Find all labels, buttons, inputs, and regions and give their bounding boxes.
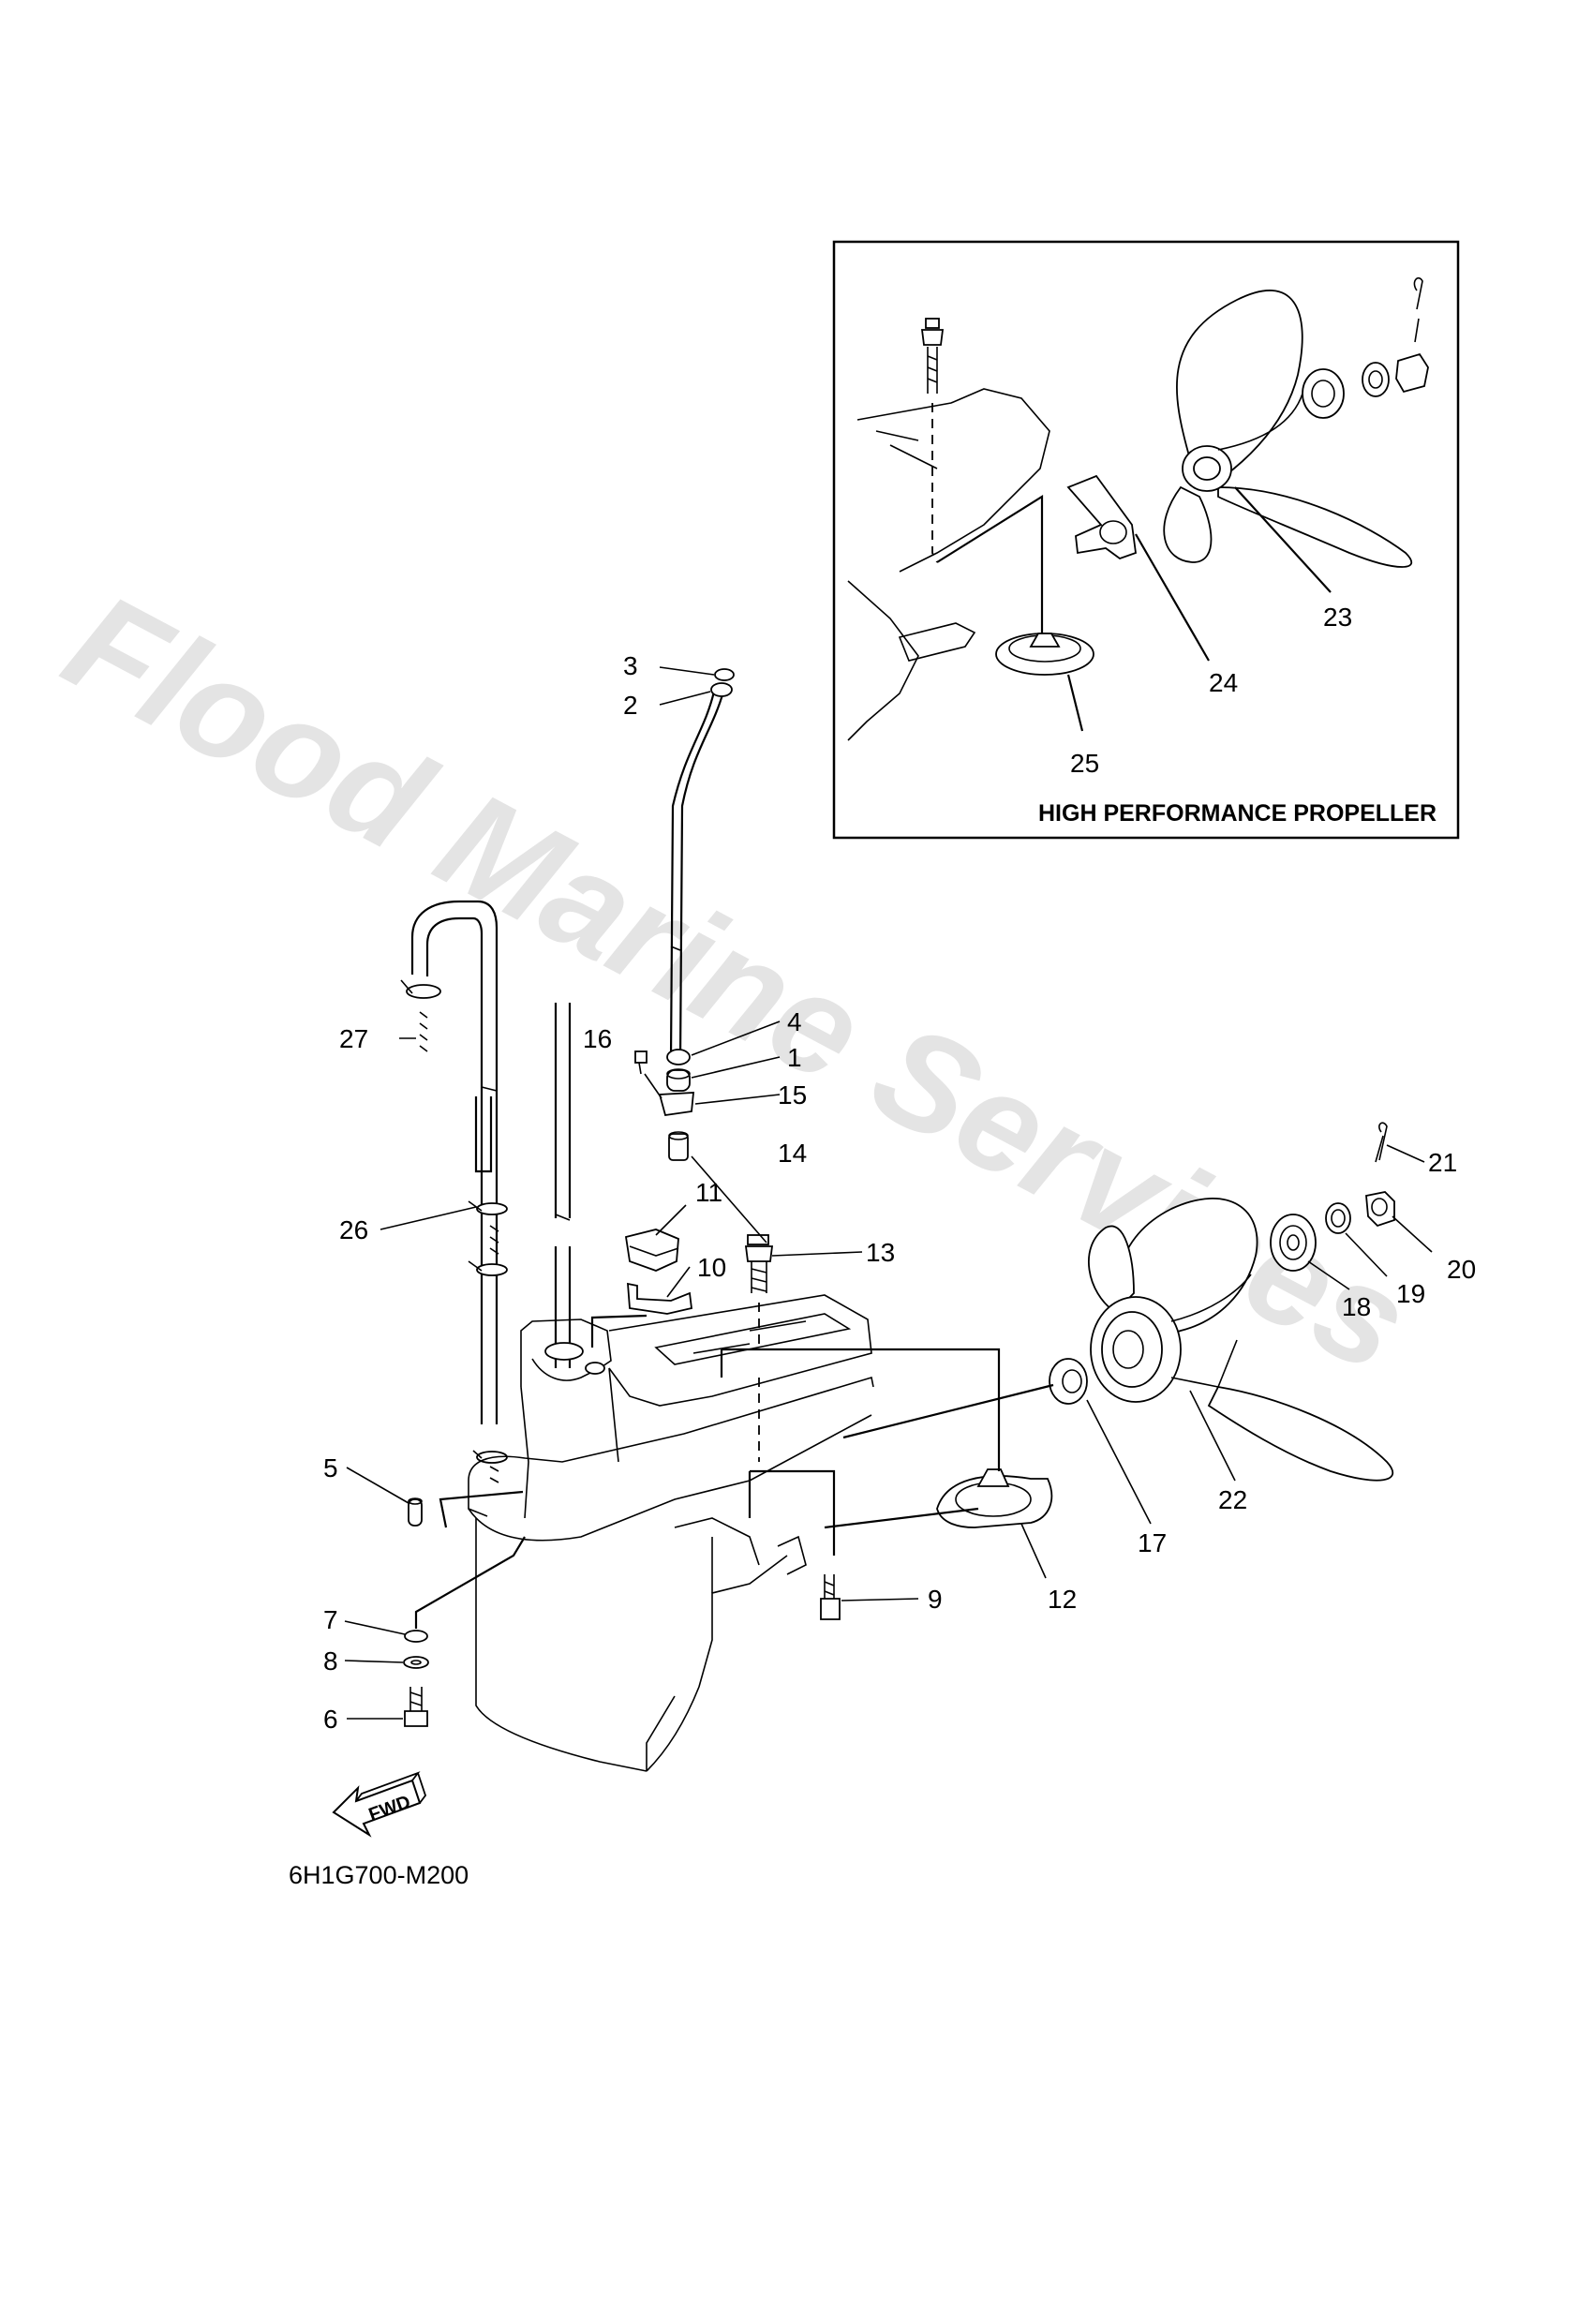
callout-3: 3 (623, 651, 638, 680)
drive-shaft (554, 1003, 572, 1368)
callout-9: 9 (928, 1585, 943, 1614)
plate-15 (658, 1092, 695, 1117)
thrust-washer-17 (1049, 1358, 1088, 1405)
hose-clips (400, 979, 508, 1483)
callout-19: 19 (1396, 1279, 1425, 1308)
water-tube (669, 691, 725, 1060)
bolt-9 (820, 1574, 841, 1620)
bolt-6 (404, 1687, 428, 1727)
washer-18 (1270, 1214, 1317, 1272)
callout-18: 18 (1342, 1292, 1371, 1321)
callout-10: 10 (697, 1253, 726, 1282)
callout-16: 16 (583, 1024, 612, 1053)
inset-hardware (1302, 276, 1429, 419)
inset-spacer (1066, 474, 1137, 560)
callout-24: 24 (1209, 668, 1238, 697)
diagram-code: 6H1G700-M200 (289, 1861, 469, 1889)
seal-4 (666, 1049, 691, 1065)
screw-16 (634, 1050, 648, 1075)
callout-11: 11 (695, 1178, 722, 1207)
callout-7: 7 (323, 1605, 338, 1634)
fwd-arrow: FWD (332, 1771, 427, 1838)
callout-21: 21 (1428, 1148, 1457, 1177)
callout-27: 27 (339, 1024, 368, 1053)
grommet-2 (710, 682, 733, 697)
nut-20 (1365, 1191, 1395, 1228)
callout-13: 13 (866, 1238, 895, 1267)
inset-bolt (920, 318, 945, 394)
pin-5 (408, 1498, 423, 1527)
grommet-3 (714, 668, 735, 681)
callout-26: 26 (339, 1215, 368, 1244)
callout-14: 14 (778, 1139, 807, 1168)
callout-25: 25 (1070, 749, 1099, 778)
spacer-19 (1325, 1202, 1351, 1234)
bolt-13 (744, 1234, 774, 1293)
callout-15: 15 (778, 1080, 807, 1110)
callout-6: 6 (323, 1705, 338, 1734)
cotter-pin-21 (1375, 1122, 1388, 1163)
plate-11 (624, 1229, 679, 1272)
callout-20: 20 (1447, 1255, 1476, 1284)
inset-propeller (1163, 290, 1413, 568)
callout-17: 17 (1138, 1528, 1167, 1557)
inset-title: HIGH PERFORMANCE PROPELLER (1038, 800, 1437, 827)
grommet-1 (666, 1068, 691, 1092)
callout-12: 12 (1048, 1585, 1077, 1614)
collar-14 (668, 1131, 689, 1161)
callout-8: 8 (323, 1646, 338, 1676)
high-performance-propeller-inset: 23 24 25 HIGH PERFORMANCE PROPELLER (832, 240, 1460, 840)
hose-26 (410, 900, 499, 1424)
plate-10 (627, 1282, 692, 1315)
inset-housing-outline (847, 388, 1050, 741)
callout-23: 23 (1323, 603, 1352, 632)
lower-casing (468, 1294, 874, 1772)
anode-12 (936, 1468, 1053, 1528)
callout-2: 2 (623, 691, 638, 720)
washer-8 (403, 1656, 429, 1669)
callout-5: 5 (323, 1453, 338, 1482)
inset-anode (995, 633, 1094, 676)
callout-1: 1 (787, 1043, 802, 1072)
callout-4: 4 (787, 1007, 802, 1036)
washer-7 (404, 1630, 428, 1643)
propeller-22 (1087, 1198, 1394, 1482)
callout-22: 22 (1218, 1485, 1247, 1514)
